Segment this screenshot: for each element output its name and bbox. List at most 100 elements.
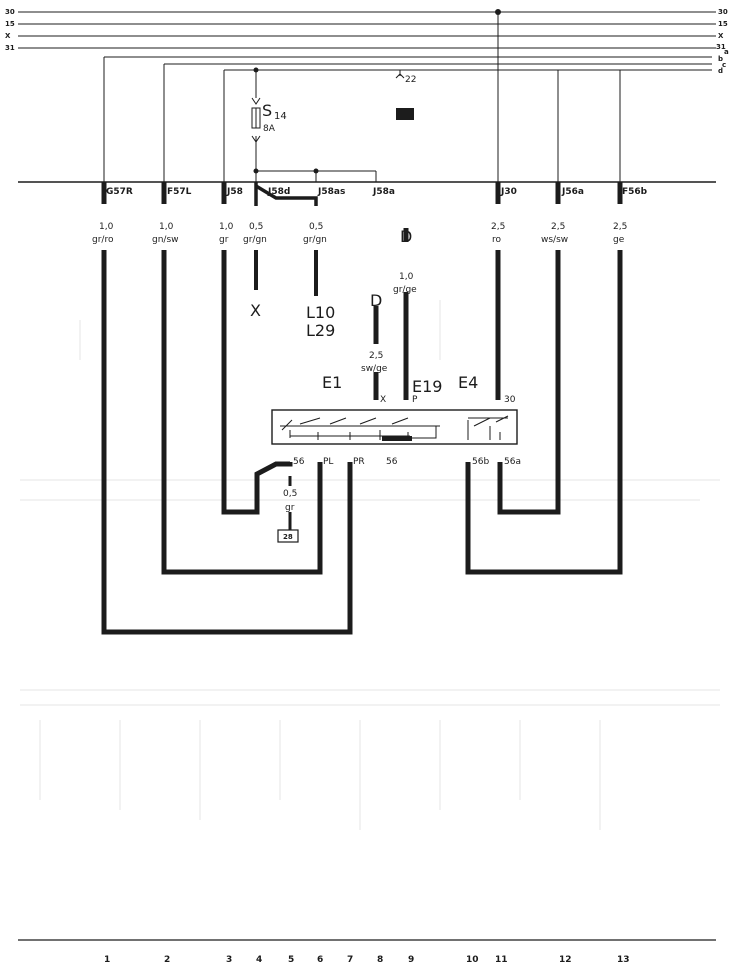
switch-pin-56-2: 56 xyxy=(386,457,398,467)
switch-housing xyxy=(271,409,518,445)
wire-gauge: 2,5 xyxy=(369,351,383,361)
wire-gauge: 0,5 xyxy=(283,489,297,499)
supply-rails xyxy=(18,11,716,71)
wire-gauge: 2,5 xyxy=(613,222,627,232)
wire-color: ws/sw xyxy=(541,235,568,245)
pin-label: F57L xyxy=(167,187,192,197)
pin-label: J58 xyxy=(226,187,243,197)
wire-gauge: 0,5 xyxy=(309,222,323,232)
wire-color: gr xyxy=(219,235,229,245)
column-number: 11 xyxy=(495,955,508,965)
pin-label: J58d xyxy=(267,187,290,197)
switch-label-e1: E1 xyxy=(322,373,342,392)
rail-drops xyxy=(103,12,621,182)
junction-dot xyxy=(253,67,259,73)
column-number: 5 xyxy=(288,955,294,965)
column-number: 10 xyxy=(466,955,479,965)
column-number: 8 xyxy=(377,955,383,965)
rail-labels-right: 30 15 X 31 a b c d xyxy=(716,8,729,75)
wire-color: gn/sw xyxy=(152,235,179,245)
switch-pin-56a: 56a xyxy=(504,457,521,467)
wire-labels: 1,0 gr/ro 1,0 gn/sw 1,0 gr 0,5 gr/gn 0,5… xyxy=(92,222,627,245)
ref-box-label: 28 xyxy=(283,533,293,541)
rail-label-30: 30 xyxy=(5,8,15,16)
wire-harness xyxy=(101,182,623,635)
column-number: 7 xyxy=(347,955,353,965)
lamp-label-l29: L29 xyxy=(306,321,335,340)
rail-label-x: X xyxy=(5,32,11,40)
lamp-label-l10: L10 xyxy=(306,303,335,322)
relay-stub: 22 xyxy=(395,73,416,120)
light-switch: E1 E19 E4 X P 30 56 PL PR 56 56b 56a xyxy=(271,373,521,467)
relay-block xyxy=(396,108,414,120)
fuse-output xyxy=(256,170,377,182)
wire-color: ro xyxy=(492,235,502,245)
wire-gauge: 1,0 xyxy=(399,272,414,282)
rail-label-right-a: a xyxy=(724,48,729,56)
wire-gauge: 2,5 xyxy=(491,222,505,232)
column-number: 3 xyxy=(226,955,232,965)
switch-pin-56: 56 xyxy=(293,457,305,467)
pin-label: J58a xyxy=(372,187,395,197)
wire-color: gr/ro xyxy=(92,235,114,245)
switch-pin-30: 30 xyxy=(504,395,516,405)
d-label-upper: D xyxy=(400,227,412,246)
rail-label-right-d: d xyxy=(718,67,723,75)
d-label-lower: D xyxy=(370,291,382,310)
rail-label-right-31: 31 xyxy=(716,43,726,51)
switch-pin-pl: PL xyxy=(323,457,333,467)
fuse-sub: 14 xyxy=(274,111,287,122)
switch-pin-x: X xyxy=(380,395,386,405)
bus-pin-labels: G57R F57L J58 J58d J58as J58a J30 J56a F… xyxy=(106,187,648,197)
wire-color: sw/ge xyxy=(361,364,388,374)
switch-pin-p: P xyxy=(412,395,418,405)
background-faint-traces xyxy=(20,300,720,830)
wire-j58d xyxy=(255,184,318,206)
switch-pin-56b: 56b xyxy=(472,457,489,467)
switch-label-e19: E19 xyxy=(412,377,442,396)
wire-gauge: 0,5 xyxy=(249,222,263,232)
wire-color: gr xyxy=(285,503,295,513)
column-number: 4 xyxy=(256,955,262,965)
relay-ref: 22 xyxy=(405,75,416,85)
rail-label-15: 15 xyxy=(5,20,15,28)
column-number: 2 xyxy=(164,955,170,965)
column-number: 1 xyxy=(104,955,110,965)
pin-label: F56b xyxy=(622,187,648,197)
wire-color: gr/ge xyxy=(393,285,417,295)
reference-labels: X L10 L29 D D 1,0 gr/ge 2,5 sw/ge 0,5 gr… xyxy=(250,227,417,543)
rail-label-right-30: 30 xyxy=(718,8,728,16)
wire-gauge: 1,0 xyxy=(159,222,174,232)
pin-label: J56a xyxy=(561,187,584,197)
pin-label: G57R xyxy=(106,187,133,197)
rail-label-right-c: c xyxy=(722,61,726,69)
switch-bar xyxy=(382,436,412,441)
x-terminal-label: X xyxy=(250,301,261,320)
rail-label-right-x: X xyxy=(718,32,724,40)
pin-label: J58as xyxy=(317,187,345,197)
wire-gauge: 2,5 xyxy=(551,222,565,232)
rail-label-right-b: b xyxy=(718,55,723,63)
switch-pin-pr: PR xyxy=(353,457,365,467)
wire-color: gr/gn xyxy=(303,235,327,245)
switch-label-e4: E4 xyxy=(458,373,478,392)
column-number: 9 xyxy=(408,955,414,965)
wire-color: gr/gn xyxy=(243,235,267,245)
ref-box xyxy=(277,529,299,543)
rail-label-right-15: 15 xyxy=(718,20,728,28)
wire-color: ge xyxy=(613,235,625,245)
fuse-name: S xyxy=(262,101,272,120)
pin-label: J30 xyxy=(500,187,517,197)
rail-label-31: 31 xyxy=(5,44,15,52)
fuse-rating: 8A xyxy=(263,124,276,134)
wire-gauge: 1,0 xyxy=(99,222,114,232)
column-numbers: 1 2 3 4 5 6 7 8 9 10 11 12 13 xyxy=(104,955,630,965)
column-number: 13 xyxy=(617,955,630,965)
junction-dot xyxy=(495,9,501,15)
rail-labels-left: 30 15 X 31 xyxy=(5,8,15,52)
wire-gauge: 1,0 xyxy=(219,222,234,232)
column-number: 6 xyxy=(317,955,323,965)
fuse-s14: S 14 8A xyxy=(251,97,287,143)
column-number: 12 xyxy=(559,955,572,965)
